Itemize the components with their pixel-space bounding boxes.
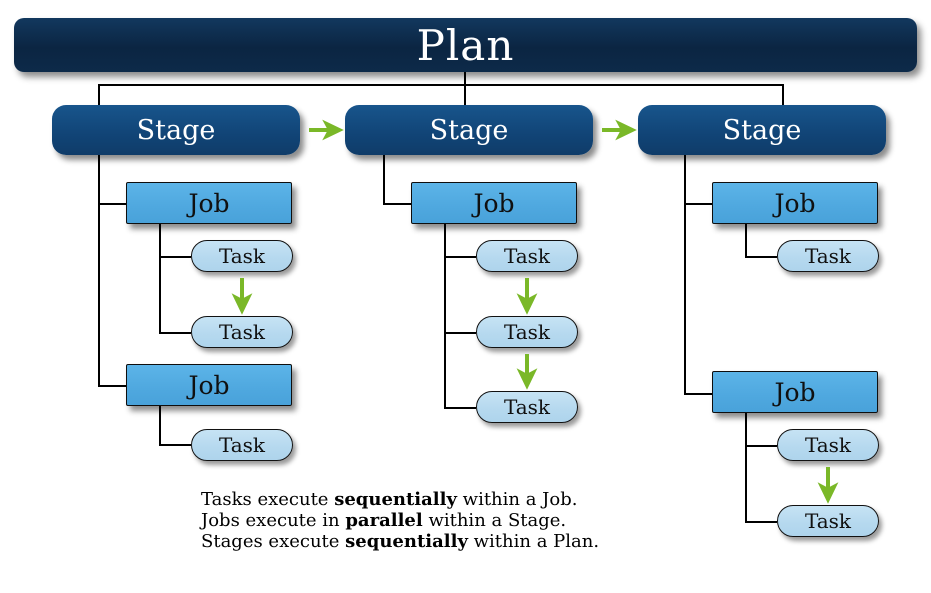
- job-box-2-1[interactable]: Job: [411, 182, 577, 224]
- task-pill-3-2-2[interactable]: Task: [777, 505, 879, 537]
- caption-3-bold: sequentially: [345, 531, 468, 552]
- task-label-3-1-1: Task: [804, 244, 852, 268]
- connector-job3-2-spine: [745, 413, 747, 523]
- job-box-3-2[interactable]: Job: [712, 371, 878, 413]
- connector-job1-2-to-task1: [159, 444, 191, 446]
- task-label-2-1-1: Task: [503, 244, 551, 268]
- caption-3-pre: Stages execute: [201, 531, 346, 552]
- task-pill-1-2-1[interactable]: Task: [191, 429, 293, 461]
- caption-line-1: Tasks execute sequentially within a Job.: [201, 489, 577, 510]
- connector-job1-1-to-task2: [159, 332, 191, 334]
- connector-bus-to-stage-1: [98, 84, 100, 105]
- caption-line-2: Jobs execute in parallel within a Stage.: [201, 510, 566, 531]
- connector-stage2-spine: [383, 155, 385, 205]
- connector-job3-2-to-task1: [745, 445, 777, 447]
- connector-job1-2-spine: [159, 406, 161, 446]
- connector-stage1-to-job1: [98, 203, 126, 205]
- plan-label: Plan: [416, 20, 515, 70]
- job-label-1-1: Job: [188, 188, 230, 218]
- caption-2-pre: Jobs execute in: [201, 510, 346, 531]
- caption-1-bold: sequentially: [334, 489, 457, 510]
- job-label-2-1: Job: [473, 188, 515, 218]
- connector-job2-1-to-task1: [444, 256, 476, 258]
- caption-line-3: Stages execute sequentially within a Pla…: [201, 531, 599, 552]
- connector-stage3-to-job2: [684, 393, 712, 395]
- job-box-1-2[interactable]: Job: [126, 364, 292, 406]
- job-label-3-1: Job: [774, 188, 816, 218]
- task-pill-2-1-2[interactable]: Task: [476, 316, 578, 348]
- job-label-3-2: Job: [774, 377, 816, 407]
- task-label-2-1-2: Task: [503, 320, 551, 344]
- stage-box-2[interactable]: Stage: [345, 105, 593, 155]
- task-pill-2-1-3[interactable]: Task: [476, 391, 578, 423]
- plan-box[interactable]: Plan: [14, 18, 917, 72]
- task-pill-1-1-1[interactable]: Task: [191, 240, 293, 272]
- connector-job2-1-to-task3: [444, 407, 476, 409]
- task-label-3-2-1: Task: [804, 433, 852, 457]
- caption-3-post: within a Plan.: [467, 531, 600, 552]
- connector-job1-1-spine: [159, 224, 161, 334]
- task-pill-1-1-2[interactable]: Task: [191, 316, 293, 348]
- job-label-1-2: Job: [188, 370, 230, 400]
- connector-job2-1-to-task2: [444, 332, 476, 334]
- connector-job2-1-spine: [444, 224, 446, 409]
- connector-plan-drop: [464, 72, 466, 105]
- connector-stage1-spine: [98, 155, 100, 387]
- caption-2-bold: parallel: [345, 510, 423, 531]
- task-pill-2-1-1[interactable]: Task: [476, 240, 578, 272]
- connector-job3-1-spine: [745, 224, 747, 258]
- task-pill-3-1-1[interactable]: Task: [777, 240, 879, 272]
- connector-bus-to-stage-3: [782, 84, 784, 105]
- connector-stage1-to-job2: [98, 385, 126, 387]
- stage-label-2: Stage: [429, 114, 509, 146]
- task-label-1-1-2: Task: [218, 320, 266, 344]
- stage-label-3: Stage: [722, 114, 802, 146]
- job-box-3-1[interactable]: Job: [712, 182, 878, 224]
- stage-label-1: Stage: [136, 114, 216, 146]
- connector-job1-1-to-task1: [159, 256, 191, 258]
- connector-plan-bus: [98, 84, 784, 86]
- job-box-1-1[interactable]: Job: [126, 182, 292, 224]
- connector-stage3-spine: [684, 155, 686, 395]
- task-pill-3-2-1[interactable]: Task: [777, 429, 879, 461]
- stage-box-1[interactable]: Stage: [52, 105, 300, 155]
- connector-stage3-to-job1: [684, 203, 712, 205]
- task-label-1-1-1: Task: [218, 244, 266, 268]
- task-label-3-2-2: Task: [804, 509, 852, 533]
- connector-job3-1-to-task1: [745, 256, 777, 258]
- caption-1-pre: Tasks execute: [201, 489, 335, 510]
- task-label-2-1-3: Task: [503, 395, 551, 419]
- caption-2-post: within a Stage.: [422, 510, 567, 531]
- stage-box-3[interactable]: Stage: [638, 105, 886, 155]
- task-label-1-2-1: Task: [218, 433, 266, 457]
- connector-job3-2-to-task2: [745, 521, 777, 523]
- connector-stage2-to-job1: [383, 203, 411, 205]
- caption-1-post: within a Job.: [456, 489, 578, 510]
